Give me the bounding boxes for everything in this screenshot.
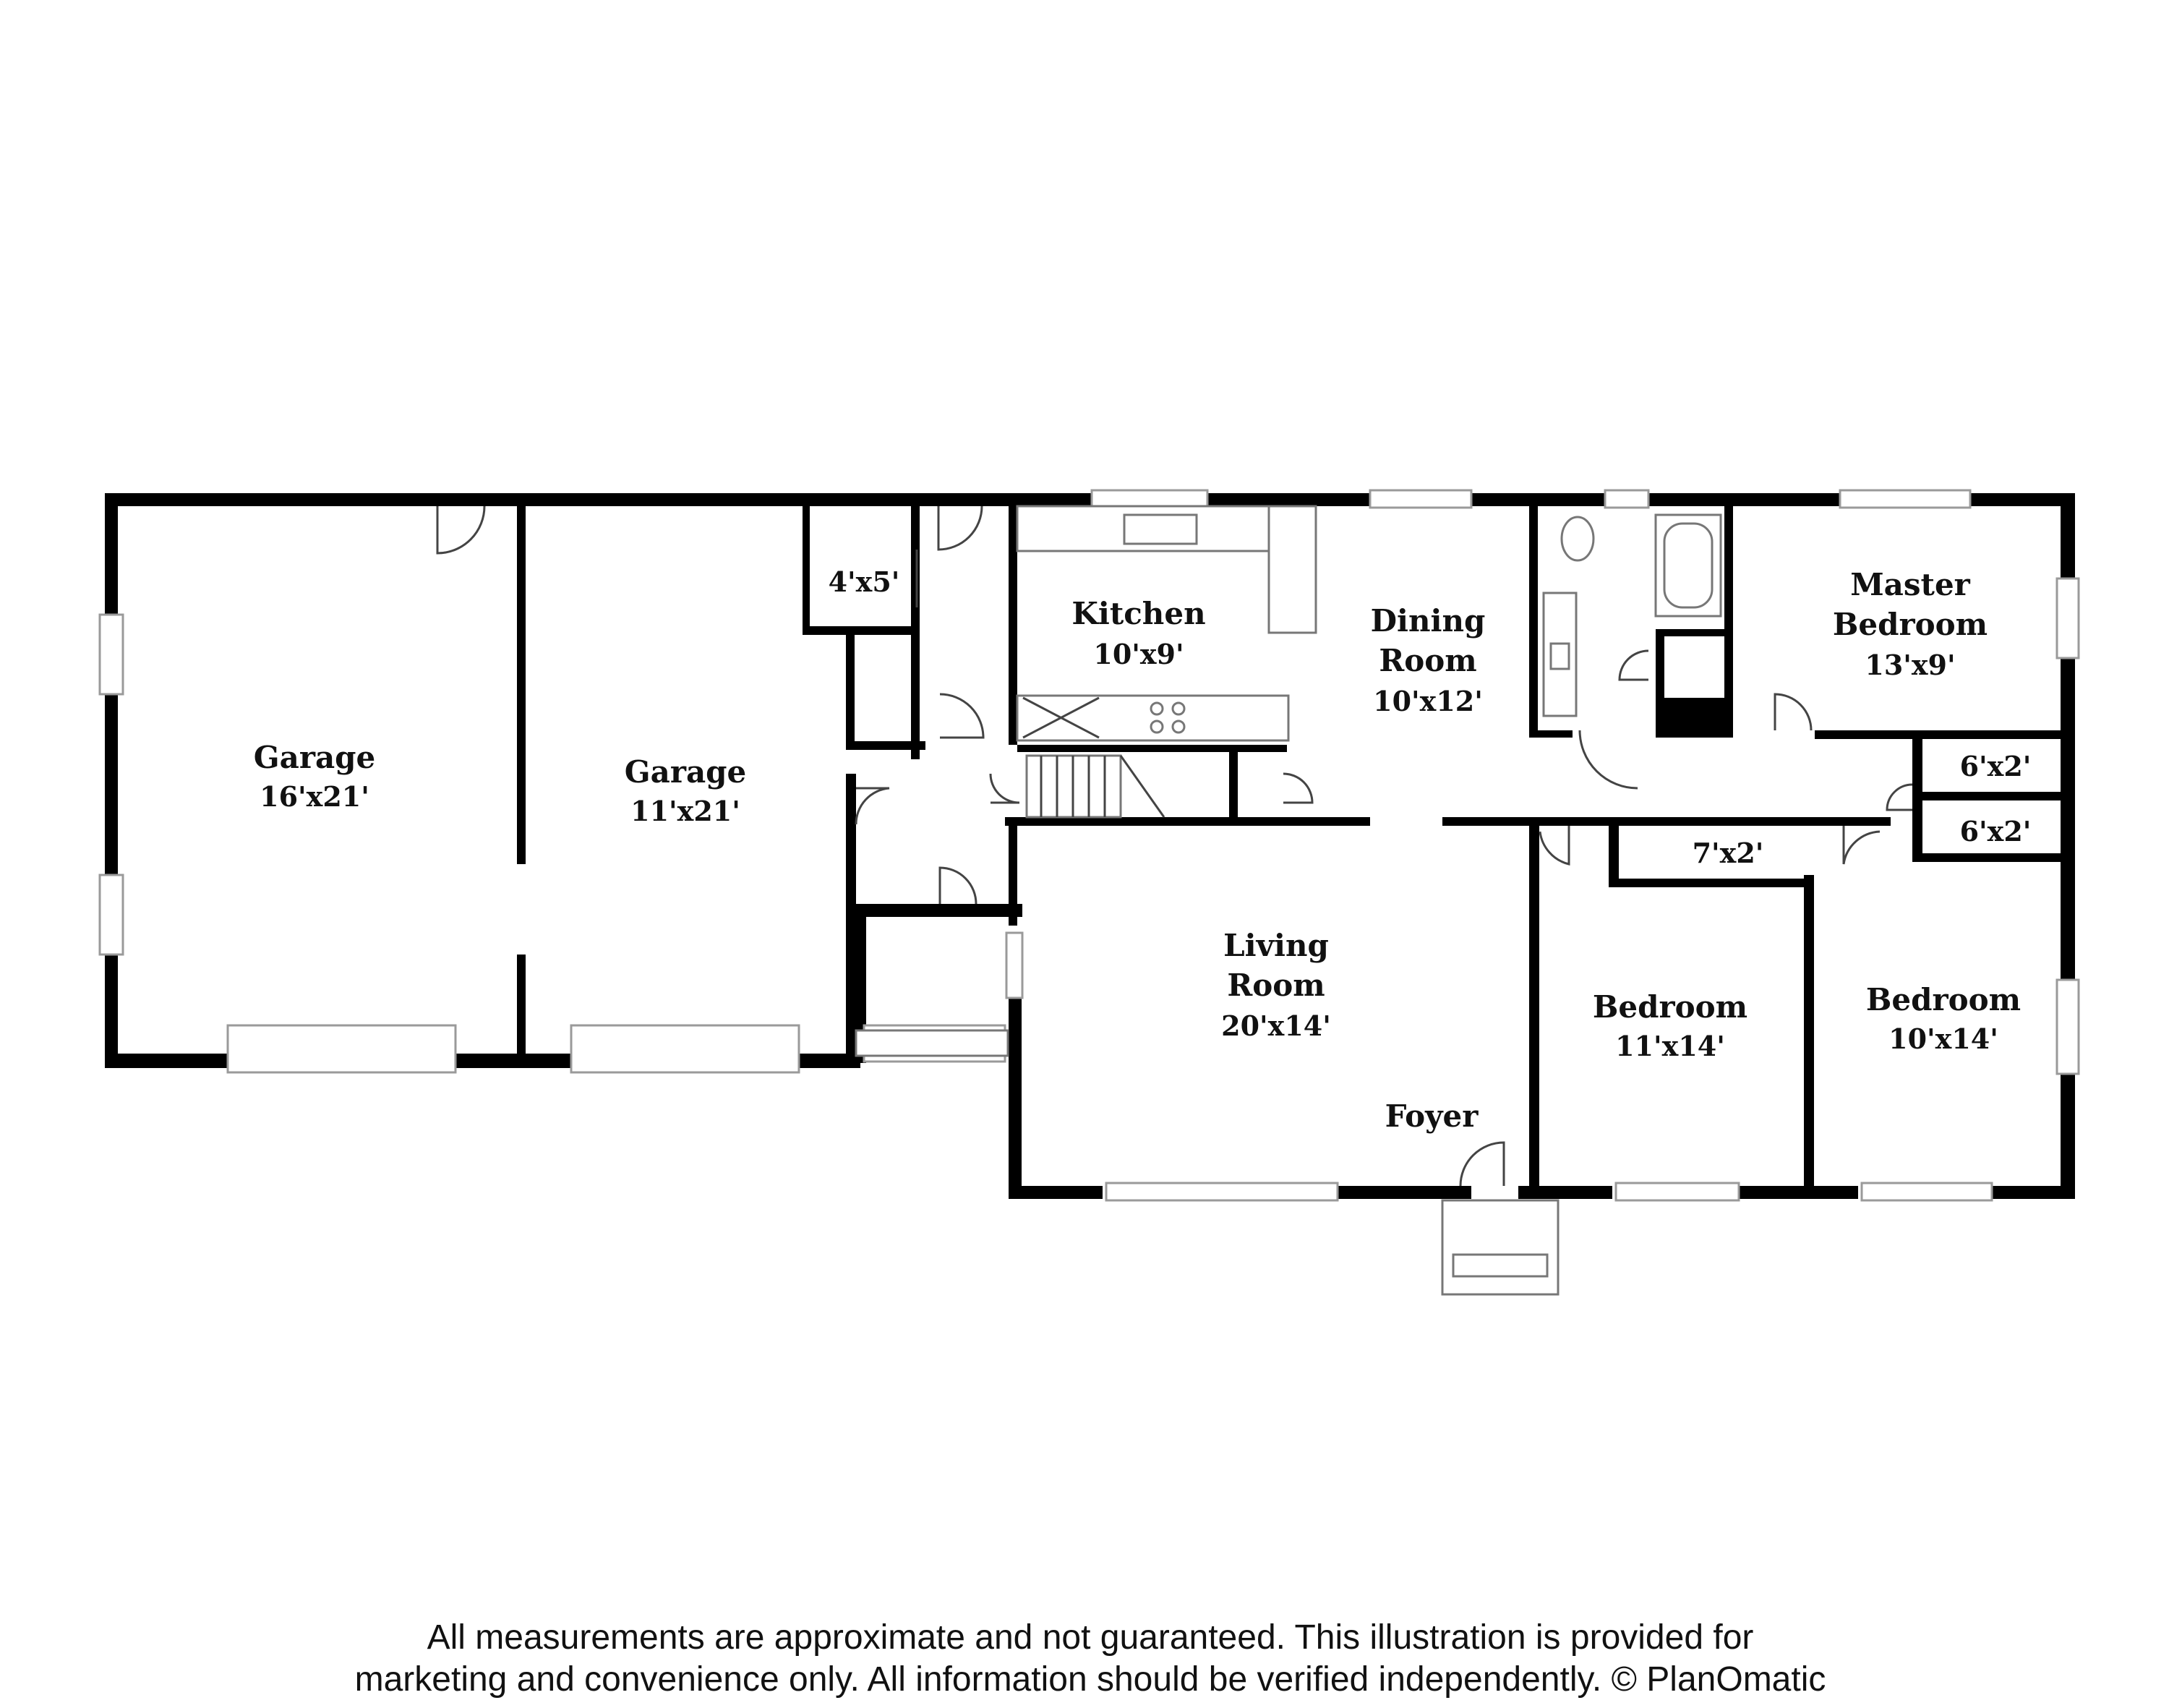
dining-name-line1: Dining: [1371, 603, 1486, 639]
closet-7x2-dims: 7'x2': [1693, 837, 1764, 869]
foyer-name: Foyer: [1385, 1098, 1479, 1134]
walls: [105, 493, 2075, 1199]
room-living: Living Room 20'x14': [1221, 928, 1331, 1042]
kitchen-dims: 10'x9': [1093, 638, 1184, 670]
room-kitchen: Kitchen 10'x9': [1071, 596, 1205, 670]
closet-4x5-dims: 4'x5': [829, 565, 900, 598]
bedroom-middle-dims: 11'x14': [1615, 1030, 1725, 1062]
room-dining: Dining Room 10'x12': [1371, 603, 1486, 717]
master-name-line2: Bedroom: [1833, 607, 1988, 642]
room-bedroom-right: Bedroom 10'x14': [1866, 982, 2021, 1055]
fixtures: [855, 505, 1722, 1296]
disclaimer-line1: All measurements are approximate and not…: [427, 1618, 1754, 1657]
room-master-bedroom: Master Bedroom 13'x9': [1833, 567, 1988, 681]
room-garage-right: Garage 11'x21': [625, 754, 747, 827]
garage-right-name: Garage: [625, 754, 747, 790]
doors: [436, 505, 1913, 1187]
room-bedroom-middle: Bedroom 11'x14': [1593, 989, 1747, 1062]
garage-left-dims: 16'x21': [260, 780, 369, 813]
dining-dims: 10'x12': [1373, 685, 1483, 717]
garage-right-dims: 11'x21': [630, 795, 740, 827]
master-dims: 13'x9': [1865, 649, 1955, 681]
living-name-line1: Living: [1223, 928, 1329, 963]
dining-name-line2: Room: [1379, 643, 1476, 678]
stairs: [1025, 754, 1165, 819]
kitchen-name: Kitchen: [1071, 596, 1205, 631]
bedroom-right-name: Bedroom: [1866, 982, 2021, 1017]
room-garage-left: Garage 16'x21': [254, 740, 376, 813]
bedroom-middle-name: Bedroom: [1593, 989, 1747, 1025]
closet-6x2-a-dims: 6'x2': [1960, 750, 2032, 782]
living-name-line2: Room: [1227, 968, 1325, 1003]
disclaimer: All measurements are approximate and not…: [355, 1618, 1826, 1699]
living-dims: 20'x14': [1221, 1009, 1331, 1042]
garage-left-name: Garage: [254, 740, 376, 775]
bedroom-right-dims: 10'x14': [1888, 1022, 1998, 1055]
master-name-line1: Master: [1850, 567, 1970, 602]
closet-6x2-b-dims: 6'x2': [1960, 815, 2032, 847]
disclaimer-line2: marketing and convenience only. All info…: [355, 1660, 1826, 1699]
